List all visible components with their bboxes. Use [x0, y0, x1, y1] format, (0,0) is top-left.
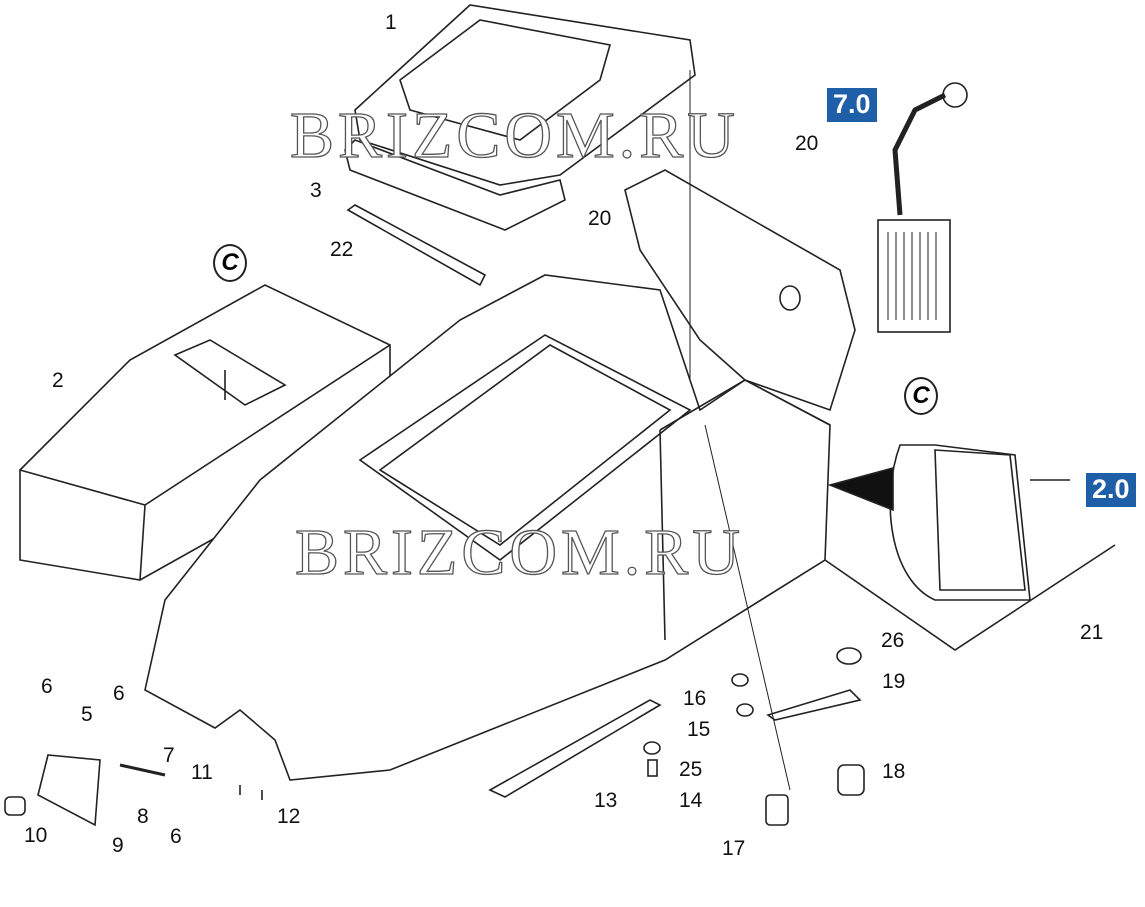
- part-14: [647, 759, 658, 777]
- housing-opening-inner: [378, 344, 672, 546]
- callout: 11: [191, 761, 213, 784]
- circle-marker: C: [213, 244, 247, 282]
- part-gasket: [344, 139, 566, 231]
- assembly-lines: [689, 70, 791, 791]
- callout: 16: [683, 687, 707, 710]
- callout: 6: [41, 675, 53, 698]
- callout: 25: [679, 758, 703, 781]
- badge-7-0: 7.0: [827, 88, 877, 122]
- part-17: [765, 794, 789, 826]
- callout: 6: [170, 825, 182, 848]
- part-pin-7: [119, 763, 166, 777]
- part-18: [837, 764, 865, 796]
- cable-connector: [942, 82, 968, 108]
- watermark: BRIZCOM.RU: [289, 99, 739, 172]
- part-25: [643, 741, 661, 755]
- handle-hole: [779, 285, 801, 311]
- part-10: [4, 796, 26, 816]
- callout: 17: [722, 837, 746, 860]
- callout: 7: [163, 744, 175, 767]
- part-cable: [892, 92, 947, 216]
- part-lamp-9: [37, 754, 101, 827]
- part-heater: [877, 219, 951, 333]
- callout: 12: [277, 805, 301, 828]
- callout: 9: [112, 834, 124, 857]
- badge-2-0: 2.0: [1086, 473, 1136, 507]
- callout: 18: [882, 760, 906, 783]
- callout: 19: [882, 670, 906, 693]
- housing-opening-outer: [358, 334, 692, 562]
- callout: 6: [113, 682, 125, 705]
- detail-pointer-arrow: [827, 466, 894, 512]
- callout: 21: [1080, 621, 1104, 644]
- callout: 5: [81, 703, 93, 726]
- callout: 1: [385, 11, 397, 34]
- callout: 14: [679, 789, 703, 812]
- callout: 20: [588, 207, 612, 230]
- detail-panel: [934, 449, 1026, 591]
- part-rod: [346, 204, 487, 287]
- lid-inner-panel: [399, 19, 612, 141]
- detail-leader-lines: [824, 479, 1116, 651]
- watermark: BRIZCOM.RU: [294, 516, 744, 589]
- housing-edges: [659, 379, 831, 641]
- callout: 2: [52, 369, 64, 392]
- callout: 10: [24, 824, 48, 847]
- callout: 26: [881, 629, 905, 652]
- callout: 20: [795, 132, 819, 155]
- circle-marker: C: [904, 377, 938, 415]
- cover-box-edges: [19, 344, 391, 581]
- part-15: [736, 703, 754, 717]
- callout: 13: [594, 789, 618, 812]
- cover-box-hatch: [173, 339, 287, 406]
- part-16: [731, 673, 749, 687]
- callout: 22: [330, 238, 354, 261]
- callout: 15: [687, 718, 711, 741]
- part-bracket-19: [766, 689, 862, 721]
- part-handle: [624, 169, 856, 412]
- part-grommet-26: [836, 647, 862, 665]
- callout: 3: [310, 179, 322, 202]
- part-screws-12: [239, 785, 263, 800]
- callout: 8: [137, 805, 149, 828]
- part-bracket-13: [488, 699, 662, 798]
- heater-fins: [887, 232, 937, 320]
